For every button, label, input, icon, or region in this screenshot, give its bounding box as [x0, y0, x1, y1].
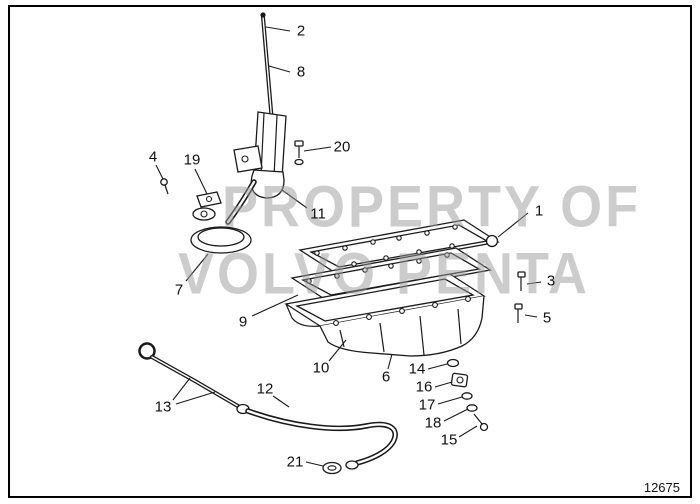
callout-label-12: 12 [256, 380, 274, 398]
callout-label-7: 7 [174, 281, 184, 299]
oil-pickup-strainer [160, 178, 257, 254]
oil-pan [284, 273, 486, 357]
callout-label-20: 20 [333, 138, 351, 156]
callout-label-3: 3 [546, 272, 556, 290]
callout-label-17: 17 [418, 396, 436, 414]
pan-bolts [514, 271, 526, 323]
callout-label-6: 6 [381, 368, 391, 386]
oil-pump [233, 111, 304, 199]
dipstick-tube [236, 403, 398, 475]
gasket-middle [290, 247, 492, 301]
leader-lines [155, 26, 542, 467]
callout-label-14: 14 [408, 360, 426, 378]
callout-label-16: 16 [415, 378, 433, 396]
callout-label-19: 19 [183, 151, 201, 169]
oil-pump-driveshaft [260, 12, 274, 124]
gasket-top [298, 219, 500, 273]
callout-label-13: 13 [154, 398, 172, 416]
callout-label-2: 2 [296, 22, 306, 40]
callout-label-18: 18 [424, 414, 442, 432]
callout-label-5: 5 [542, 309, 552, 327]
dipstick [138, 342, 245, 411]
drawing-number: 12675 [643, 480, 680, 495]
callout-label-15: 15 [440, 431, 458, 449]
callout-label-9: 9 [238, 313, 248, 331]
callout-label-8: 8 [296, 63, 306, 81]
callout-label-4: 4 [148, 148, 158, 166]
callout-label-11: 11 [310, 205, 326, 223]
callout-label-21: 21 [286, 453, 304, 471]
callout-label-1: 1 [534, 202, 544, 220]
drain-plug-assembly [446, 358, 489, 432]
callout-label-10: 10 [312, 359, 330, 377]
